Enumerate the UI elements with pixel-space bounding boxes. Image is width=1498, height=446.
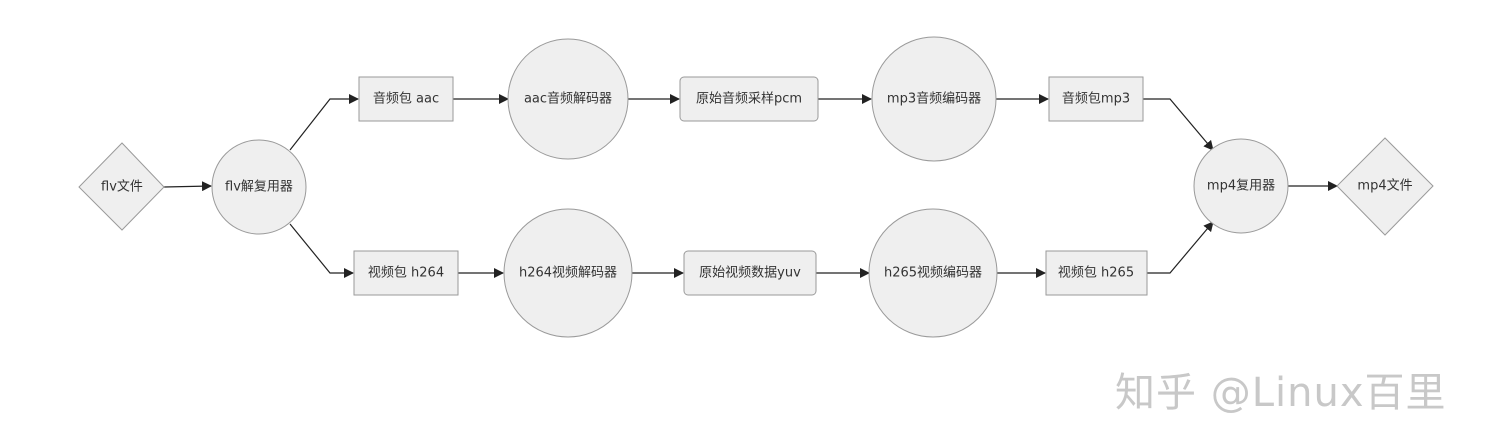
node-flv-file: flv文件: [78, 142, 165, 231]
node-video-h264-label: 视频包 h264: [368, 266, 444, 281]
node-raw-pcm-label: 原始音频采样pcm: [696, 91, 802, 107]
edge-demux-to-video-h264: [289, 223, 354, 278]
node-raw-yuv: 原始视频数据yuv: [683, 250, 817, 296]
node-audio-aac-label: 音频包 aac: [373, 91, 439, 107]
node-h264-decoder-label: h264视频解码器: [519, 266, 617, 281]
node-audio-mp3-label: 音频包mp3: [1062, 91, 1130, 107]
node-video-h265: 视频包 h265: [1045, 250, 1148, 296]
node-h265-encoder: h265视频编码器: [868, 208, 998, 338]
node-h264-decoder: h264视频解码器: [503, 208, 633, 338]
node-video-h265-label: 视频包 h265: [1058, 266, 1134, 281]
node-mp4-file: mp4文件: [1336, 137, 1434, 236]
node-raw-yuv-label: 原始视频数据yuv: [699, 266, 801, 281]
edge-flv-file-to-demux: [163, 181, 212, 192]
node-flv-file-label: flv文件: [101, 180, 143, 195]
node-mp3-encoder-label: mp3音频编码器: [887, 91, 981, 107]
edge-demux-to-audio-aac: [289, 94, 359, 151]
watermark-text: 知乎 @Linux百里: [1115, 370, 1447, 416]
node-raw-pcm: 原始音频采样pcm: [679, 76, 819, 122]
node-flv-demux: flv解复用器: [211, 139, 307, 235]
node-audio-mp3: 音频包mp3: [1048, 76, 1144, 122]
node-mp3-encoder: mp3音频编码器: [871, 36, 997, 162]
node-h265-encoder-label: h265视频编码器: [884, 266, 982, 281]
edge-h265-to-mux: [1147, 221, 1214, 274]
node-flv-demux-label: flv解复用器: [225, 180, 293, 195]
node-video-h264: 视频包 h264: [353, 250, 459, 296]
edge-mp3-to-mux: [1143, 98, 1214, 151]
edges: [163, 94, 1338, 278]
node-mp4-file-label: mp4文件: [1357, 179, 1412, 194]
node-aac-decoder-label: aac音频解码器: [524, 91, 612, 107]
node-mp4-mux-label: mp4复用器: [1207, 179, 1275, 194]
node-audio-aac: 音频包 aac: [358, 76, 454, 122]
node-aac-decoder: aac音频解码器: [507, 38, 629, 160]
node-mp4-mux: mp4复用器: [1193, 138, 1289, 234]
